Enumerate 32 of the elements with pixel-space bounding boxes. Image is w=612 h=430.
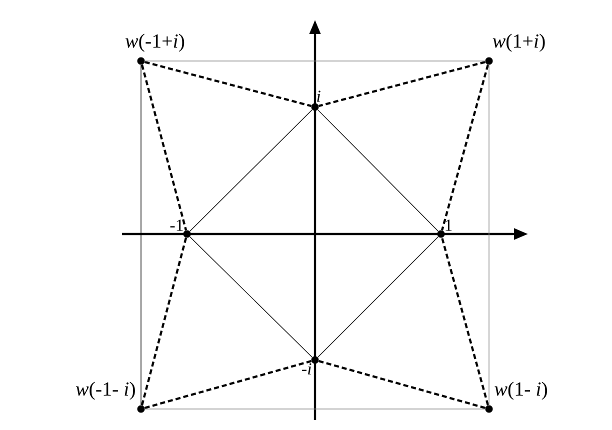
connector-line: [140, 64, 142, 406]
connector-line: [144, 60, 486, 62]
point-dot: [137, 57, 145, 65]
connector-line: [144, 60, 312, 108]
connector-line: [318, 360, 486, 409]
point-label: w(1- i): [494, 382, 547, 400]
point-dot: [485, 57, 493, 65]
point-dot: [183, 230, 191, 238]
point-label: w(-1+i): [126, 34, 184, 52]
point-label: -i: [302, 363, 312, 374]
connector-line: [318, 60, 486, 108]
point-dot: [311, 103, 319, 111]
connector-line: [441, 64, 489, 230]
connector-line: [140, 238, 188, 406]
connector-line: [488, 64, 490, 406]
point-label: 1: [446, 220, 452, 231]
connector-line: [144, 360, 312, 409]
connector-line: [144, 408, 486, 410]
connector-line: [317, 109, 439, 232]
point-label: -1: [170, 220, 183, 231]
connector-line: [189, 236, 313, 358]
connector-line: [441, 238, 490, 406]
point-label: i: [317, 90, 320, 102]
connector-line: [317, 236, 439, 358]
connector-line: [189, 109, 313, 232]
connector-line: [140, 64, 188, 230]
point-dot: [137, 405, 145, 413]
point-label: w(1+i): [492, 34, 545, 52]
point-dot: [311, 356, 319, 364]
point-dot: [485, 405, 493, 413]
point-label: w(-1- i): [76, 382, 135, 400]
point-dot: [437, 230, 445, 238]
